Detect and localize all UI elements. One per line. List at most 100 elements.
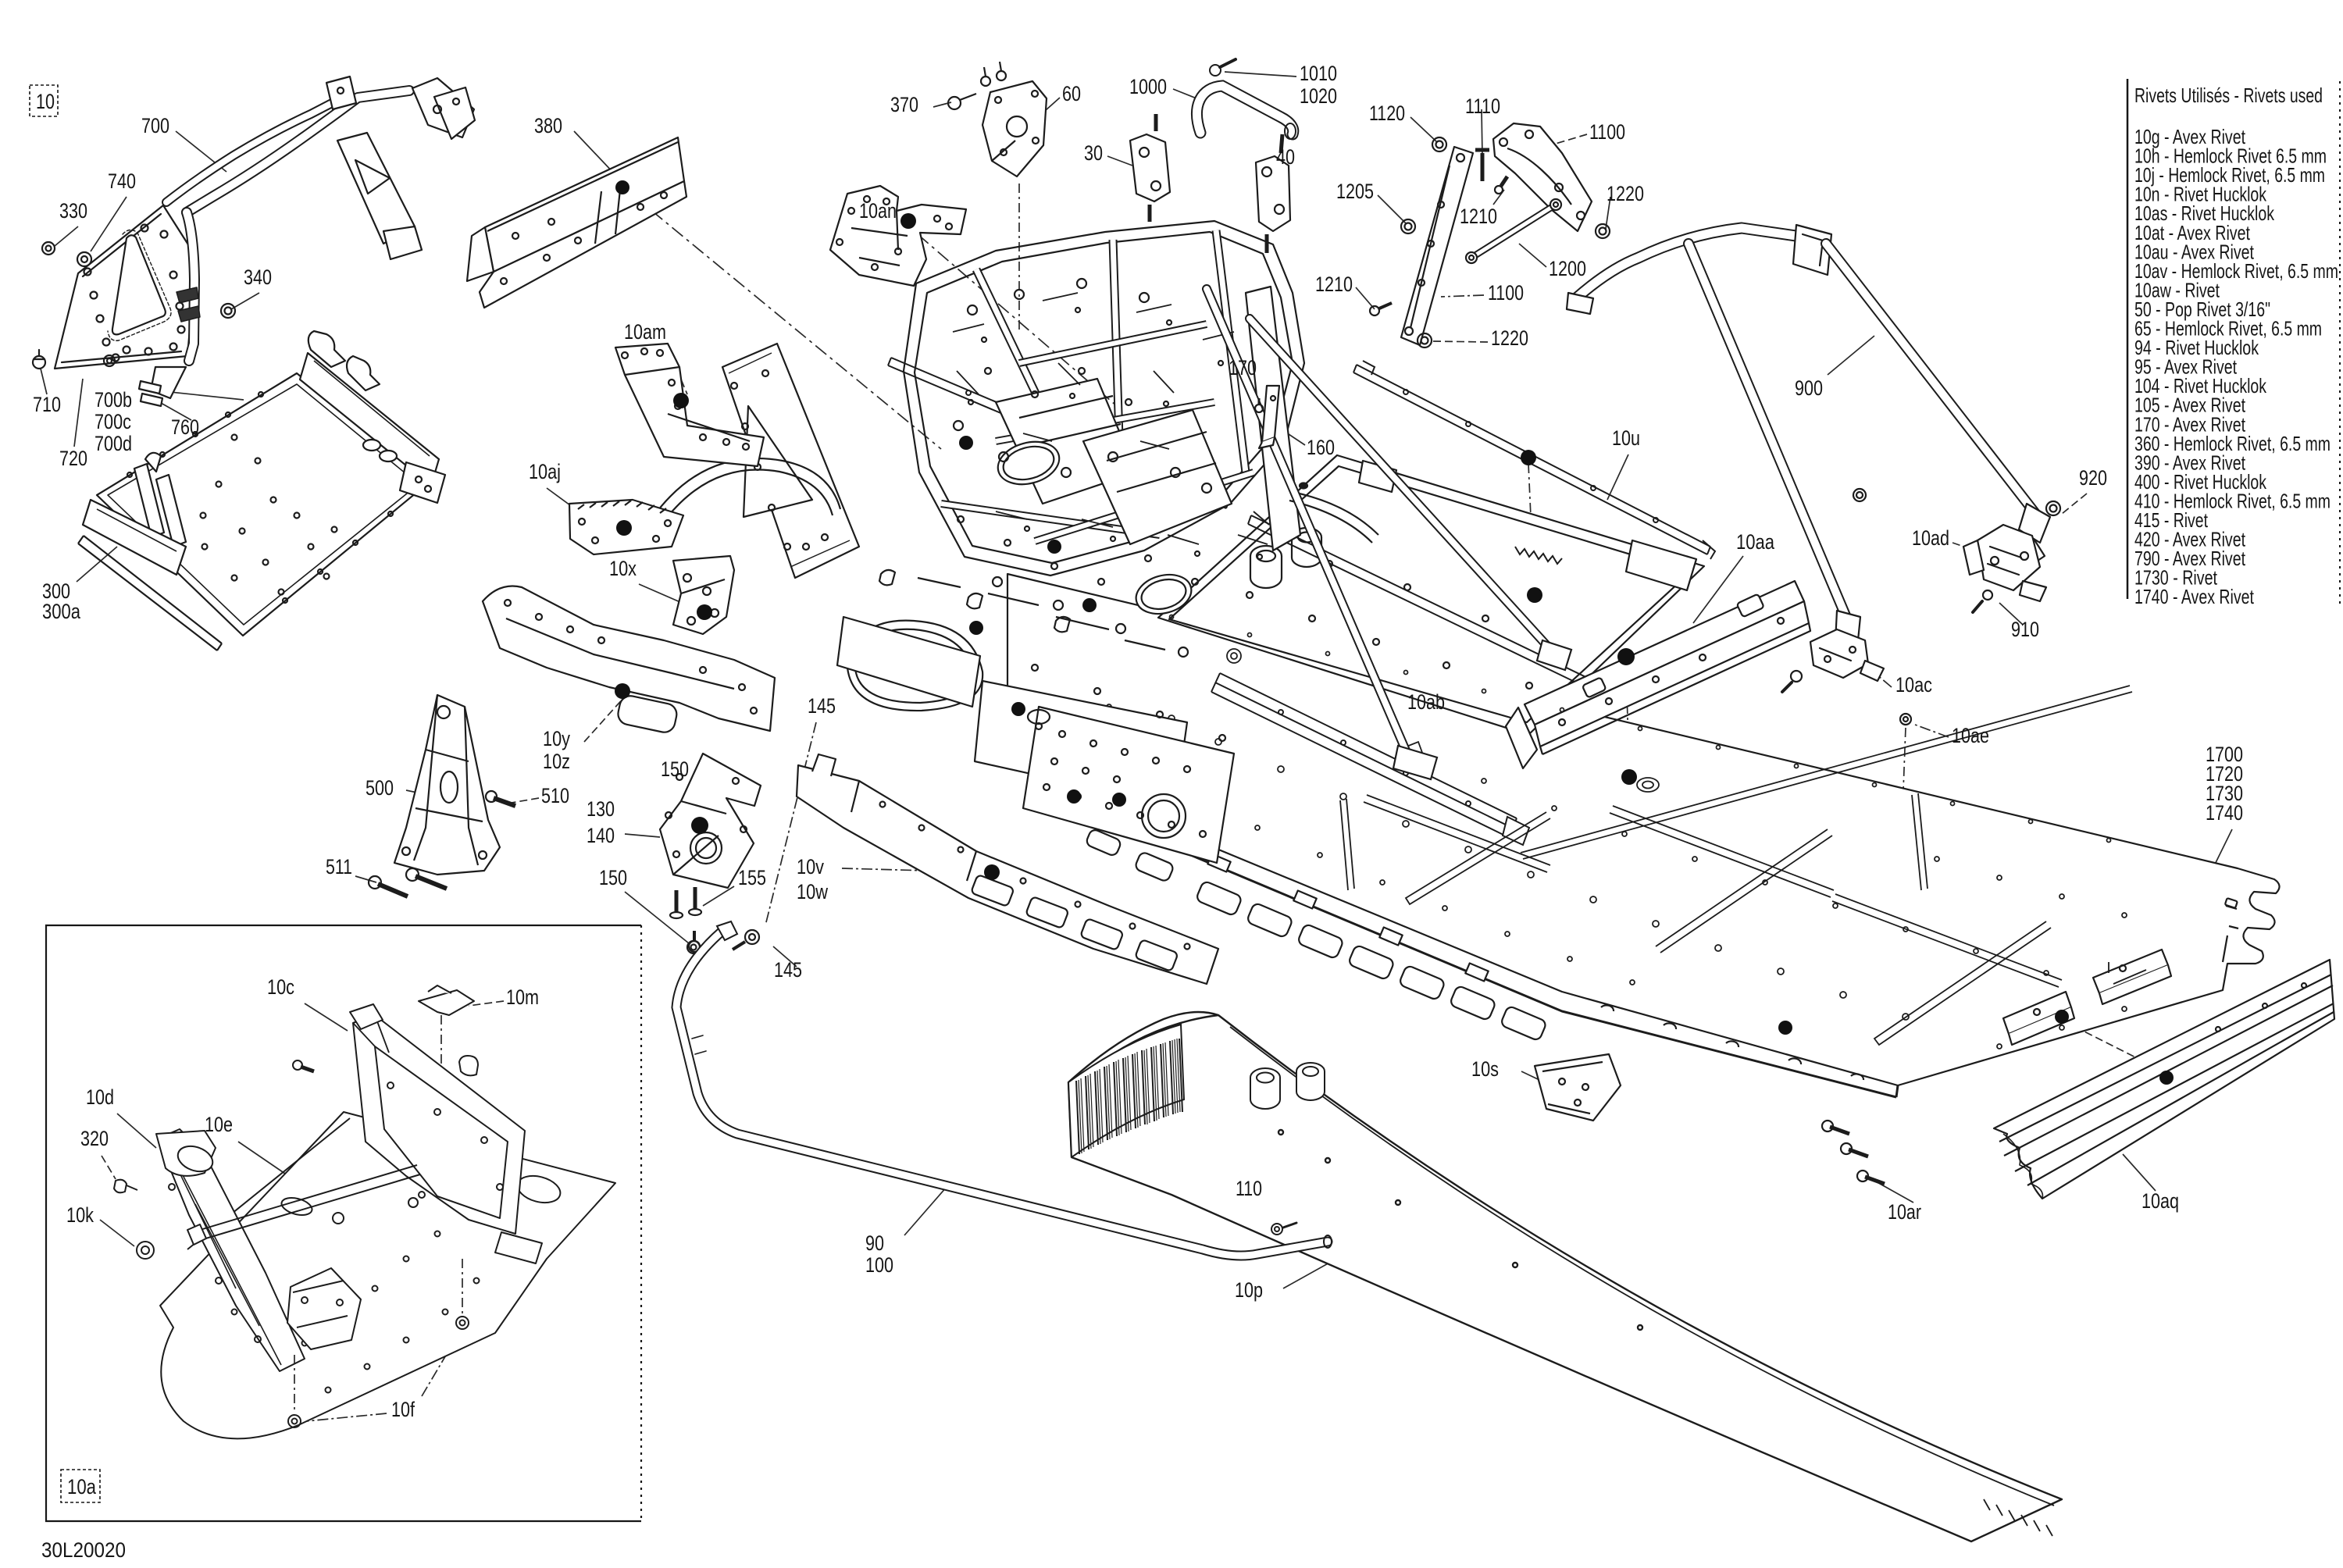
svg-text:50 - Pop Rivet 3/16": 50 - Pop Rivet 3/16" <box>2134 298 2270 321</box>
svg-text:1220: 1220 <box>1491 326 1528 350</box>
svg-text:10an: 10an <box>859 199 897 223</box>
svg-text:1740: 1740 <box>2206 801 2243 825</box>
svg-text:65 - Hemlock Rivet, 6.5 mm: 65 - Hemlock Rivet, 6.5 mm <box>2134 317 2322 340</box>
svg-text:10z: 10z <box>543 750 570 773</box>
svg-text:105 - Avex Rivet: 105 - Avex Rivet <box>2134 394 2246 417</box>
svg-text:94 - Rivet Hucklok: 94 - Rivet Hucklok <box>2134 336 2259 359</box>
svg-text:300: 300 <box>42 579 70 603</box>
svg-text:10k: 10k <box>66 1203 94 1227</box>
svg-text:900: 900 <box>1795 376 1823 400</box>
svg-text:1200: 1200 <box>1549 257 1586 280</box>
svg-text:90: 90 <box>865 1231 884 1255</box>
svg-text:700d: 700d <box>95 432 132 455</box>
svg-text:1100: 1100 <box>1589 120 1625 144</box>
svg-text:100: 100 <box>865 1253 893 1277</box>
svg-text:500: 500 <box>366 776 394 800</box>
svg-text:1700: 1700 <box>2206 743 2243 766</box>
svg-text:1100: 1100 <box>1488 281 1524 305</box>
svg-text:30L20020: 30L20020 <box>41 1538 126 1562</box>
svg-text:10s: 10s <box>1471 1057 1499 1081</box>
svg-text:1730 - Rivet: 1730 - Rivet <box>2134 566 2218 590</box>
svg-text:790 - Avex Rivet: 790 - Avex Rivet <box>2134 547 2246 570</box>
svg-text:10x: 10x <box>609 557 637 580</box>
svg-text:700: 700 <box>141 114 169 137</box>
svg-text:1020: 1020 <box>1300 84 1337 108</box>
svg-text:10av - Hemlock Rivet, 6.5 mm: 10av - Hemlock Rivet, 6.5 mm <box>2134 259 2338 283</box>
svg-text:1010: 1010 <box>1300 62 1337 85</box>
svg-text:1205: 1205 <box>1336 180 1374 203</box>
svg-text:60: 60 <box>1062 82 1081 105</box>
svg-text:740: 740 <box>108 169 136 193</box>
svg-text:700c: 700c <box>95 410 131 433</box>
svg-text:10m: 10m <box>506 985 539 1009</box>
svg-text:Rivets Utilisés - Rivets used: Rivets Utilisés - Rivets used <box>2134 84 2323 107</box>
svg-text:320: 320 <box>80 1127 109 1150</box>
svg-text:130: 130 <box>587 797 615 821</box>
svg-text:10ab: 10ab <box>1407 690 1445 714</box>
svg-text:10as - Rivet Hucklok: 10as - Rivet Hucklok <box>2134 201 2275 225</box>
svg-text:10ac: 10ac <box>1895 673 1932 697</box>
svg-text:10: 10 <box>36 90 55 113</box>
svg-text:330: 330 <box>59 199 87 223</box>
svg-text:10n - Rivet Hucklok: 10n - Rivet Hucklok <box>2134 183 2267 206</box>
svg-text:145: 145 <box>808 694 836 718</box>
svg-text:30: 30 <box>1084 141 1103 165</box>
svg-text:1120: 1120 <box>1369 102 1405 125</box>
svg-text:10w: 10w <box>797 880 828 903</box>
svg-text:380: 380 <box>534 114 562 137</box>
svg-text:10y: 10y <box>543 727 570 750</box>
svg-text:400 - Rivet Hucklok: 400 - Rivet Hucklok <box>2134 470 2267 494</box>
svg-text:415 - Rivet: 415 - Rivet <box>2134 508 2209 532</box>
svg-text:1740 - Avex Rivet: 1740 - Avex Rivet <box>2134 585 2255 608</box>
svg-text:10aj: 10aj <box>529 460 561 483</box>
svg-text:760: 760 <box>171 415 199 439</box>
svg-text:700b: 700b <box>95 388 132 412</box>
svg-text:300a: 300a <box>42 600 81 623</box>
svg-text:420 - Avex Rivet: 420 - Avex Rivet <box>2134 528 2246 551</box>
svg-text:360 - Hemlock Rivet, 6.5 mm: 360 - Hemlock Rivet, 6.5 mm <box>2134 432 2331 455</box>
svg-text:10d: 10d <box>86 1085 114 1109</box>
svg-text:10h - Hemlock Rivet 6.5 mm: 10h - Hemlock Rivet 6.5 mm <box>2134 144 2327 168</box>
svg-text:10e: 10e <box>205 1113 233 1136</box>
svg-text:10p: 10p <box>1235 1278 1263 1302</box>
svg-text:110: 110 <box>1236 1177 1262 1200</box>
svg-text:410 - Hemlock Rivet, 6.5 mm: 410 - Hemlock Rivet, 6.5 mm <box>2134 489 2331 512</box>
svg-text:10g - Avex Rivet: 10g - Avex Rivet <box>2134 125 2246 148</box>
svg-text:10at - Avex Rivet: 10at - Avex Rivet <box>2134 221 2251 244</box>
svg-text:10ar: 10ar <box>1888 1200 1921 1224</box>
svg-text:140: 140 <box>587 824 615 847</box>
svg-text:10v: 10v <box>797 855 824 878</box>
svg-text:1210: 1210 <box>1315 273 1353 296</box>
svg-text:10ad: 10ad <box>1912 526 1949 550</box>
svg-text:95 - Avex Rivet: 95 - Avex Rivet <box>2134 355 2238 379</box>
svg-text:1220: 1220 <box>1607 182 1644 205</box>
svg-text:170 - Avex Rivet: 170 - Avex Rivet <box>2134 412 2246 436</box>
svg-text:155: 155 <box>738 866 766 889</box>
svg-text:10a: 10a <box>67 1475 97 1499</box>
svg-text:10aq: 10aq <box>2142 1189 2179 1213</box>
svg-text:910: 910 <box>2011 618 2039 641</box>
svg-text:10ae: 10ae <box>1952 724 1989 747</box>
svg-text:10f: 10f <box>391 1398 415 1421</box>
svg-text:150: 150 <box>661 757 689 781</box>
svg-text:390 - Avex Rivet: 390 - Avex Rivet <box>2134 451 2246 474</box>
svg-text:1110: 1110 <box>1465 94 1500 118</box>
svg-text:145: 145 <box>774 958 802 982</box>
svg-text:1210: 1210 <box>1460 205 1497 228</box>
svg-text:920: 920 <box>2079 466 2107 490</box>
svg-text:1000: 1000 <box>1129 75 1167 98</box>
svg-text:1730: 1730 <box>2206 782 2243 805</box>
svg-text:720: 720 <box>59 447 87 470</box>
svg-text:10aw - Rivet: 10aw - Rivet <box>2134 278 2220 301</box>
svg-text:370: 370 <box>890 93 918 116</box>
svg-text:104 - Rivet Hucklok: 104 - Rivet Hucklok <box>2134 374 2267 397</box>
svg-text:511: 511 <box>326 855 352 878</box>
svg-text:510: 510 <box>541 784 569 807</box>
svg-text:710: 710 <box>33 393 61 416</box>
svg-text:340: 340 <box>244 265 272 289</box>
svg-text:40: 40 <box>1276 145 1295 169</box>
svg-text:1720: 1720 <box>2206 762 2243 786</box>
svg-text:10au - Avex Rivet: 10au - Avex Rivet <box>2134 240 2255 263</box>
svg-text:160: 160 <box>1307 436 1335 459</box>
svg-text:10aa: 10aa <box>1736 530 1775 554</box>
